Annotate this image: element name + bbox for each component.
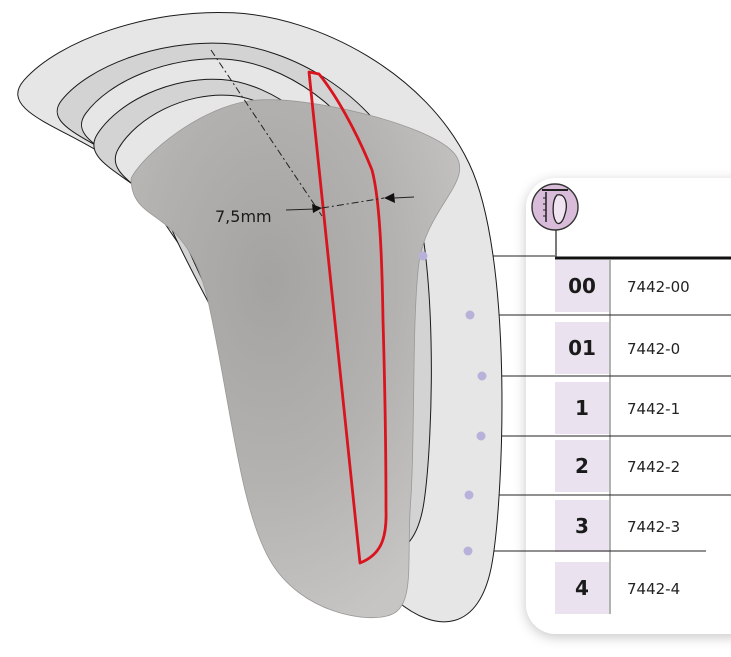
marker-dot-00 bbox=[418, 251, 428, 261]
marker-dot-1 bbox=[477, 371, 487, 381]
article-number: 7442-00 bbox=[627, 278, 690, 296]
marker-dot-01 bbox=[465, 310, 475, 320]
size-code: 01 bbox=[568, 336, 596, 360]
article-number: 7442-1 bbox=[627, 400, 680, 418]
article-number: 7442-4 bbox=[627, 580, 680, 598]
size-code-cell bbox=[555, 260, 609, 312]
size-row-2: 2 7442-2 bbox=[555, 440, 680, 492]
article-number: 7442-2 bbox=[627, 458, 680, 476]
marker-dot-3 bbox=[464, 490, 474, 500]
size-code: 1 bbox=[575, 396, 589, 420]
size-code-cell bbox=[555, 500, 609, 552]
size-row-01: 01 7442-0 bbox=[555, 322, 680, 374]
width-measurement: 7,5mm bbox=[210, 49, 415, 226]
size-row-1: 1 7442-1 bbox=[555, 382, 680, 434]
measurement-label: 7,5mm bbox=[215, 207, 272, 226]
article-number: 7442-0 bbox=[627, 340, 680, 358]
measurement-arrow-left bbox=[312, 204, 322, 213]
size-code: 00 bbox=[568, 274, 596, 298]
measurement-arrow-right bbox=[384, 193, 395, 203]
size-code: 3 bbox=[575, 514, 589, 538]
measurement-leader bbox=[285, 208, 316, 211]
measurement-dimension-line bbox=[321, 197, 385, 209]
size-markers bbox=[418, 251, 487, 556]
foot-insole-measure-icon bbox=[531, 183, 579, 258]
size-code: 4 bbox=[575, 576, 589, 600]
red-profile-outline bbox=[307, 70, 388, 565]
size-code-cell bbox=[555, 382, 609, 434]
marker-dot-2 bbox=[476, 431, 486, 441]
size-code-cell bbox=[555, 562, 609, 614]
size-code-cell bbox=[555, 322, 609, 374]
measurement-axis-line bbox=[210, 49, 323, 217]
cushion-size-00 bbox=[130, 99, 461, 619]
size-row-00: 00 7442-00 bbox=[555, 260, 690, 312]
size-row-4: 4 7442-4 bbox=[555, 562, 680, 614]
size-code: 2 bbox=[575, 454, 589, 478]
measurement-tail bbox=[393, 196, 415, 199]
size-code-cell bbox=[555, 440, 609, 492]
marker-dot-4 bbox=[463, 546, 473, 556]
size-row-3: 3 7442-3 bbox=[555, 500, 680, 552]
article-number: 7442-3 bbox=[627, 518, 680, 536]
size-table-panel: 00 7442-00 01 7442-0 1 7442-1 2 7442-2 3 7442-3 4 7… bbox=[526, 178, 731, 634]
